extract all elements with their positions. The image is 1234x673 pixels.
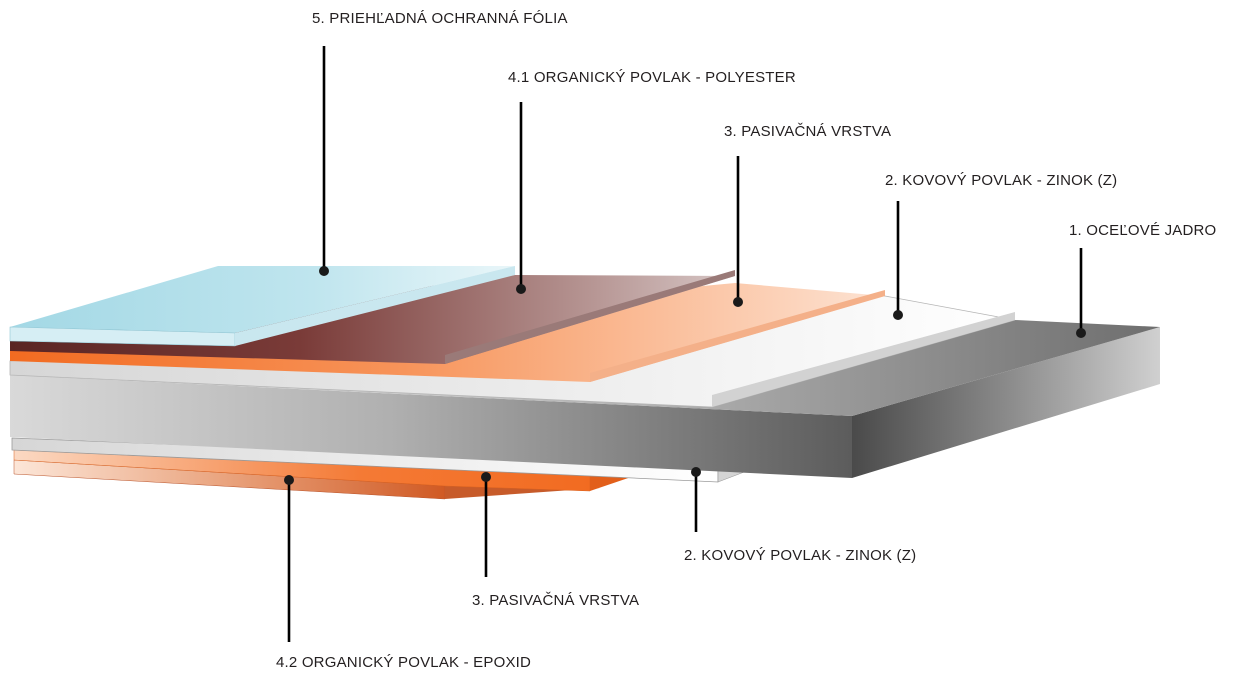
label-steel-core: 1. OCEĽOVÉ JADRO (1069, 222, 1216, 239)
label-protective-film: 5. PRIEHĽADNÁ OCHRANNÁ FÓLIA (312, 10, 568, 27)
label-zinc-top: 2. KOVOVÝ POVLAK - ZINOK (Z) (885, 172, 1117, 189)
dot-zinc-top (893, 310, 903, 320)
dot-zinc-bottom (691, 467, 701, 477)
dot-steel-core (1076, 328, 1086, 338)
passivation-top-end-face (590, 290, 885, 382)
dot-protective-film (319, 266, 329, 276)
label-epoxy: 4.2 ORGANICKÝ POVLAK - EPOXID (276, 654, 531, 671)
film-top-surface (10, 266, 515, 333)
dot-polyester (516, 284, 526, 294)
label-passivation-bottom: 3. PASIVAČNÁ VRSTVA (472, 592, 639, 609)
steel-core-end-face (852, 327, 1160, 478)
labels: 5. PRIEHĽADNÁ OCHRANNÁ FÓLIA 4.1 ORGANIC… (276, 10, 1216, 671)
label-zinc-bottom: 2. KOVOVÝ POVLAK - ZINOK (Z) (684, 547, 916, 564)
label-passivation-top: 3. PASIVAČNÁ VRSTVA (724, 123, 891, 140)
film-end-face (235, 266, 515, 346)
dot-passivation-top (733, 297, 743, 307)
dot-passivation-bottom (481, 472, 491, 482)
passivation-bottom-end-face (590, 474, 640, 491)
label-polyester: 4.1 ORGANICKÝ POVLAK - POLYESTER (508, 69, 796, 86)
leaders (284, 46, 1086, 642)
protective-film (9, 266, 515, 347)
polyester-end-face (445, 270, 735, 364)
dot-epoxy (284, 475, 294, 485)
steel-core-front-face (10, 375, 852, 478)
bottom-layers (11, 437, 761, 500)
zinc-top-end-face (712, 312, 1015, 407)
